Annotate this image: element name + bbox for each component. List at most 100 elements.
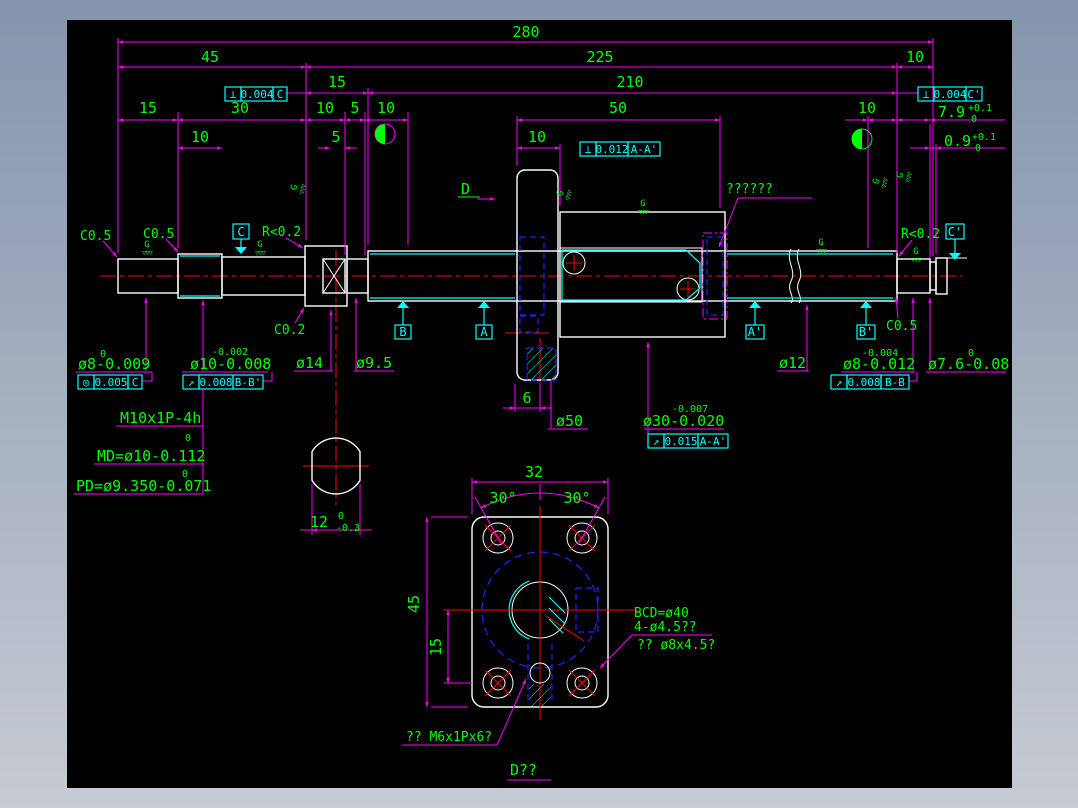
dim-15: 15	[328, 73, 346, 91]
finish-icon	[816, 238, 828, 255]
finish-icon	[255, 240, 267, 257]
dim-0-9: 0.9	[944, 132, 971, 150]
flange-view: 32 30° 30° 45 15 BCD=ø40 4-ø4.5?? ?? ø8x…	[402, 463, 715, 781]
dim-50: 50	[609, 99, 627, 117]
ball-symbols	[374, 123, 873, 150]
m6-note: ?? M6x1Px6?	[406, 730, 492, 745]
dim-225: 225	[586, 48, 613, 66]
svg-text:0: 0	[100, 349, 106, 360]
dia-9-5: ø9.5	[356, 354, 392, 372]
finish-icon	[911, 247, 923, 264]
finish-icon	[142, 240, 154, 257]
flange-m6-section	[526, 347, 557, 381]
svg-text:A-A': A-A'	[700, 435, 727, 448]
dim-280: 280	[512, 23, 539, 41]
svg-text:◎: ◎	[83, 376, 90, 389]
dim-32: 32	[525, 463, 543, 481]
view-d-arrow-label: D	[461, 180, 470, 198]
edge-notes: C0.5 C0.5 R<0.2 C0.2 C0.5 R<0.2 ?????? D	[80, 180, 940, 338]
svg-text:0: 0	[971, 114, 977, 125]
fcf-concentricity-c: ◎ 0.005 C	[77, 374, 143, 390]
cad-canvas[interactable]: G ▽▽▽ 12 0 -0.3	[67, 20, 1012, 788]
dim-7-9: 7.9	[938, 103, 965, 121]
fcf-perpendicularity-c: ⊥ 0.004 C	[224, 86, 288, 102]
svg-text:0: 0	[338, 511, 344, 522]
leader-lines	[74, 92, 1006, 495]
svg-text:0.004: 0.004	[933, 88, 966, 101]
svg-text:⊥: ⊥	[230, 88, 237, 101]
dim-45: 45	[405, 595, 423, 613]
dim-30deg-left: 30°	[489, 489, 516, 507]
thread-spec-note: M10x1P-4h 0 MD=ø10-0.112 0 PD=ø9.350-0.0…	[76, 409, 211, 495]
finish-icon	[894, 167, 915, 184]
thread-callout: M10x1P-4h	[120, 409, 201, 427]
svg-text:B-B': B-B'	[235, 376, 262, 389]
datum-b-prime: B'	[856, 301, 876, 340]
dia-7-6: ø7.6-0.08	[928, 355, 1009, 373]
fcf-perpendicularity-c-prime: ⊥ 0.004 C'	[917, 86, 983, 102]
svg-text:+0.1: +0.1	[968, 103, 992, 114]
view-title: D??	[510, 761, 537, 779]
svg-text:5: 5	[331, 128, 340, 146]
hidden-lines	[519, 232, 728, 333]
svg-text:0: 0	[968, 348, 974, 359]
fcf-perpendicularity-aa: ⊥ 0.012 A-A'	[579, 141, 661, 157]
svg-text:0.008: 0.008	[847, 376, 880, 389]
svg-text:0.005: 0.005	[94, 376, 127, 389]
svg-text:30: 30	[231, 99, 249, 117]
svg-text:0.015: 0.015	[664, 435, 697, 448]
finish-icon	[870, 173, 891, 190]
fcf-runout-bb-prime: ↗ 0.008 B-B'	[182, 374, 264, 390]
svg-text:0.012: 0.012	[595, 143, 628, 156]
major-dia: MD=ø10-0.112	[97, 447, 205, 465]
svg-text:C': C'	[948, 225, 962, 239]
thread-highlight-lines	[180, 249, 893, 301]
key-hatch	[548, 596, 566, 634]
dia-10: ø10-0.008	[190, 355, 271, 373]
chamfer-note: C0.5	[143, 227, 174, 242]
svg-text:⊥: ⊥	[585, 143, 592, 156]
svg-text:-0.002: -0.002	[212, 347, 248, 358]
section-width-dim: 12	[310, 513, 328, 531]
svg-text:0.004: 0.004	[240, 88, 273, 101]
svg-text:⊥: ⊥	[923, 88, 930, 101]
datum-c-prime: C'	[945, 223, 965, 260]
surface-finish-symbols	[142, 167, 923, 264]
bcd-note: BCD=ø40	[634, 606, 689, 621]
fcf-runout-aa: ↗ 0.015 A-A'	[647, 433, 729, 449]
dimension-lines	[117, 38, 1005, 412]
svg-text:C: C	[132, 376, 139, 389]
dim-210: 210	[616, 73, 643, 91]
fcf-runout-bb: ↗ 0.008 B-B	[830, 374, 910, 390]
datum-c: C	[232, 223, 250, 254]
datum-symbols: C B A A' B' C'	[232, 223, 965, 340]
feature-control-frames: ⊥ 0.004 C ⊥ 0.004 C' ⊥ 0.012 A-A' ◎ 0.00…	[77, 86, 983, 449]
svg-text:-0.004: -0.004	[862, 348, 898, 359]
dim-30deg-right: 30°	[563, 489, 590, 507]
datum-a-prime: A'	[745, 301, 765, 340]
chamfer-note: C0.5	[886, 319, 917, 334]
svg-text:0: 0	[975, 143, 981, 154]
svg-text:A: A	[480, 325, 488, 339]
dim-10-top: 10	[906, 48, 924, 66]
nut-recess-outline	[561, 249, 701, 301]
svg-text:C: C	[237, 225, 244, 239]
svg-text:10: 10	[316, 99, 334, 117]
svg-text:↗: ↗	[653, 435, 660, 448]
datum-b: B	[394, 301, 412, 340]
svg-text:10: 10	[191, 128, 209, 146]
dia-8-right: ø8-0.012	[843, 355, 915, 373]
drawing: G ▽▽▽ 12 0 -0.3	[74, 23, 1009, 781]
svg-text:-0.3: -0.3	[336, 523, 360, 534]
svg-text:0: 0	[182, 469, 188, 480]
svg-text:↗: ↗	[836, 376, 843, 389]
dim-10-right: 10	[858, 99, 876, 117]
svg-text:B': B'	[859, 325, 873, 339]
svg-text:B-B: B-B	[885, 376, 905, 389]
dim-15: 15	[427, 638, 445, 656]
detail-box	[702, 232, 728, 320]
finish-icon	[288, 179, 309, 196]
dia-12: ø12	[779, 354, 806, 372]
chamfer-note: C0.5	[80, 229, 111, 244]
